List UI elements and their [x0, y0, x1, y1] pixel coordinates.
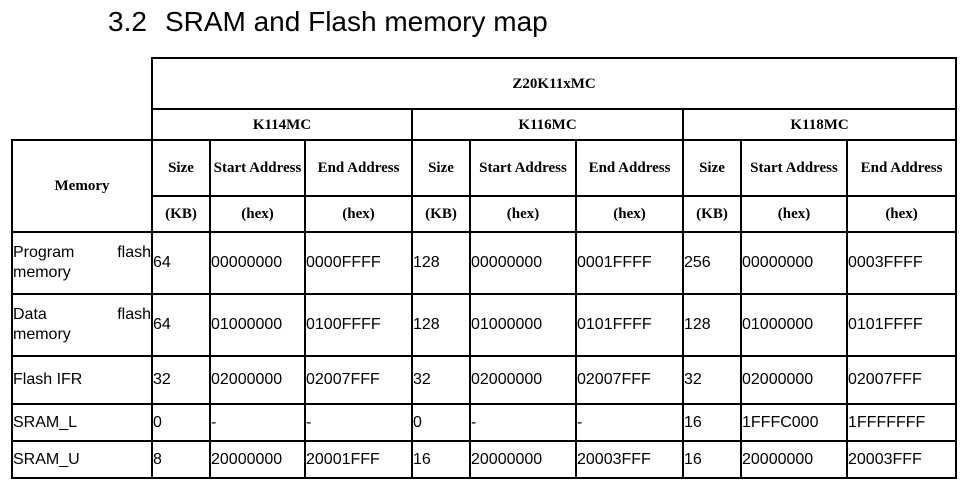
start-address-header: Start Address — [740, 139, 848, 197]
hex-unit: (hex) — [209, 195, 306, 233]
end-address-header: End Address — [845, 139, 958, 197]
row-label-line1: Data flash — [13, 306, 151, 323]
table-cell: 0000FFFF — [304, 231, 413, 295]
hex-unit: (hex) — [740, 195, 848, 233]
part-header-k116mc: K116MC — [411, 108, 684, 141]
table-cell: 16 — [682, 403, 742, 442]
size-unit: (KB) — [411, 195, 471, 233]
table-cell: 02007FFF — [304, 355, 413, 405]
end-address-header: End Address — [575, 139, 684, 197]
row-label: SRAM_U — [11, 440, 153, 479]
row-label-line2: memory — [13, 326, 71, 343]
table-cell: 0100FFFF — [304, 293, 413, 357]
table-cell: 02007FFF — [845, 355, 958, 405]
table-cell: 0003FFFF — [845, 231, 958, 295]
size-header: Size — [151, 139, 211, 197]
row-label-line2: memory — [13, 264, 71, 281]
table-cell: 00000000 — [740, 231, 848, 295]
row-label: Program flash memory — [11, 231, 153, 295]
section-title: SRAM and Flash memory map — [164, 6, 548, 37]
table-cell: 64 — [151, 293, 211, 357]
table-cell: 01000000 — [469, 293, 577, 357]
table-cell: 128 — [411, 231, 471, 295]
end-address-header: End Address — [304, 139, 413, 197]
table-row: Data flash memory 64 01000000 0100FFFF 1… — [11, 293, 958, 357]
part-header-k118mc: K118MC — [681, 108, 958, 141]
table-cell: 32 — [411, 355, 471, 405]
table-cell: - — [304, 403, 413, 442]
table-cell: - — [209, 403, 306, 442]
row-label-line1: Flash IFR — [13, 371, 83, 388]
table-cell: 1FFFC000 — [740, 403, 848, 442]
table-cell: 02007FFF — [575, 355, 684, 405]
table-cell: 20001FFF — [304, 440, 413, 479]
table-cell: 02000000 — [209, 355, 306, 405]
table-cell: 32 — [151, 355, 211, 405]
row-label: SRAM_L — [11, 403, 153, 442]
table-cell: 01000000 — [209, 293, 306, 357]
table-cell: 02000000 — [469, 355, 577, 405]
table-row: Flash IFR 32 02000000 02007FFF 32 020000… — [11, 355, 958, 405]
table-cell: 0101FFFF — [575, 293, 684, 357]
table-cell: 0 — [151, 403, 211, 442]
hex-unit: (hex) — [845, 195, 958, 233]
table-cell: 20003FFF — [845, 440, 958, 479]
table-cell: 16 — [682, 440, 742, 479]
table-cell: 128 — [682, 293, 742, 357]
table-cell: 32 — [682, 355, 742, 405]
row-label-line1: SRAM_L — [13, 413, 78, 431]
table-cell: 00000000 — [469, 231, 577, 295]
table-cell: 02000000 — [740, 355, 848, 405]
section-number: 3.2 — [108, 6, 147, 37]
table-cell: 0 — [411, 403, 471, 442]
table-row: SRAM_U 8 20000000 20001FFF 16 20000000 2… — [11, 440, 958, 479]
row-label-line1: Program flash — [13, 244, 151, 261]
size-header: Size — [411, 139, 471, 197]
size-unit: (KB) — [682, 195, 742, 233]
blank-corner — [12, 58, 153, 141]
table-cell: 20000000 — [469, 440, 577, 479]
table-cell: 0001FFFF — [575, 231, 684, 295]
size-header: Size — [682, 139, 742, 197]
hex-unit: (hex) — [575, 195, 684, 233]
table-cell: 8 — [151, 440, 211, 479]
table-cell: 20003FFF — [575, 440, 684, 479]
table-cell: - — [469, 403, 577, 442]
table-cell: 20000000 — [740, 440, 848, 479]
table-cell: 0101FFFF — [845, 293, 958, 357]
hex-unit: (hex) — [304, 195, 413, 233]
table-cell: 64 — [151, 231, 211, 295]
memory-map-table: Z20K11xMC K114MC K116MC K118MC Memory Si… — [11, 57, 958, 479]
row-label: Flash IFR — [11, 355, 153, 405]
table-cell: 01000000 — [740, 293, 848, 357]
table-cell: 1FFFFFFF — [845, 403, 958, 442]
size-unit: (KB) — [151, 195, 211, 233]
table-row: SRAM_L 0 - - 0 - - 16 1FFFC000 1FFFFFFF — [11, 403, 958, 442]
row-label: Data flash memory — [11, 293, 153, 357]
table-row: Program flash memory 64 00000000 0000FFF… — [11, 231, 958, 295]
section-heading: 3.2 SRAM and Flash memory map — [108, 4, 548, 40]
family-header: Z20K11xMC — [150, 57, 958, 110]
row-label-line1: SRAM_U — [13, 450, 80, 468]
start-address-header: Start Address — [469, 139, 577, 197]
table-cell: 128 — [411, 293, 471, 357]
table-cell: 16 — [411, 440, 471, 479]
table-cell: 00000000 — [209, 231, 306, 295]
part-header-k114mc: K114MC — [151, 108, 413, 141]
memory-column-header: Memory — [11, 139, 153, 233]
start-address-header: Start Address — [209, 139, 306, 197]
table-cell: 20000000 — [209, 440, 306, 479]
hex-unit: (hex) — [469, 195, 577, 233]
table-cell: - — [575, 403, 684, 442]
table-cell: 256 — [682, 231, 742, 295]
